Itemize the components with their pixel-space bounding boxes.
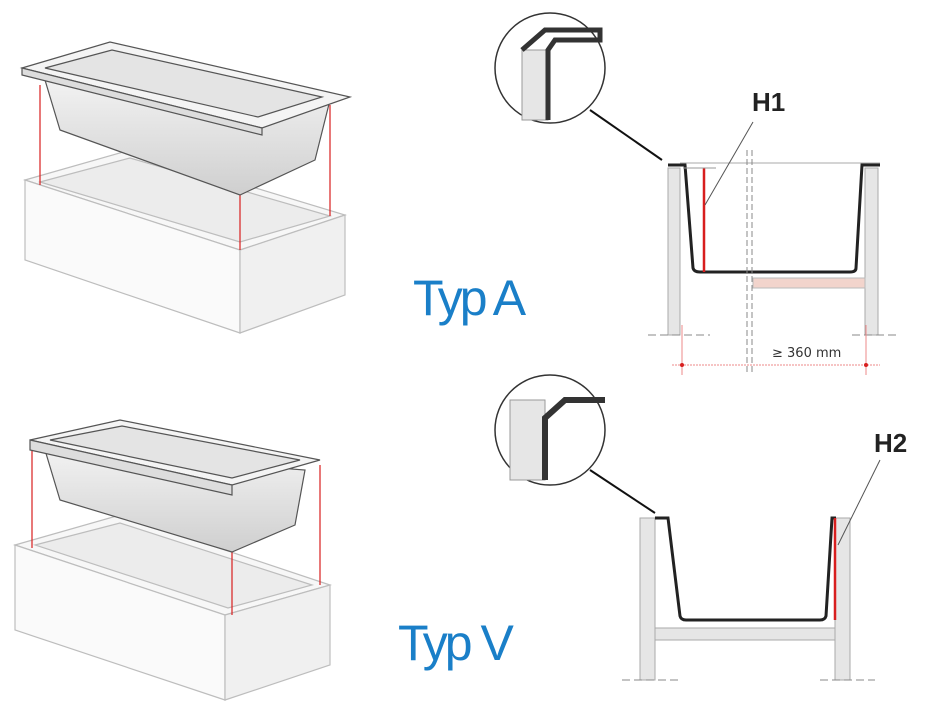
min-width-dimension: ≥ 360 mm [772,346,841,361]
type-v-tub [29,419,321,553]
type-v-detail-callout [494,374,656,514]
support-plate [752,277,866,289]
h2-label: H2 [874,428,907,458]
type-v-frame-box [12,514,333,701]
type-v-section: H2 [622,428,907,681]
type-a-detail-callout [494,12,663,161]
type-v-label: Typ V [398,615,514,671]
type-a-label: Typ A [413,270,527,326]
type-v-isometric [12,419,333,701]
type-a-section: H1 ≥ 360 mm [648,87,900,375]
type-a-frame-box [22,149,347,334]
type-a-isometric [19,41,353,334]
h1-label: H1 [752,87,785,117]
type-a-tub [19,41,353,196]
